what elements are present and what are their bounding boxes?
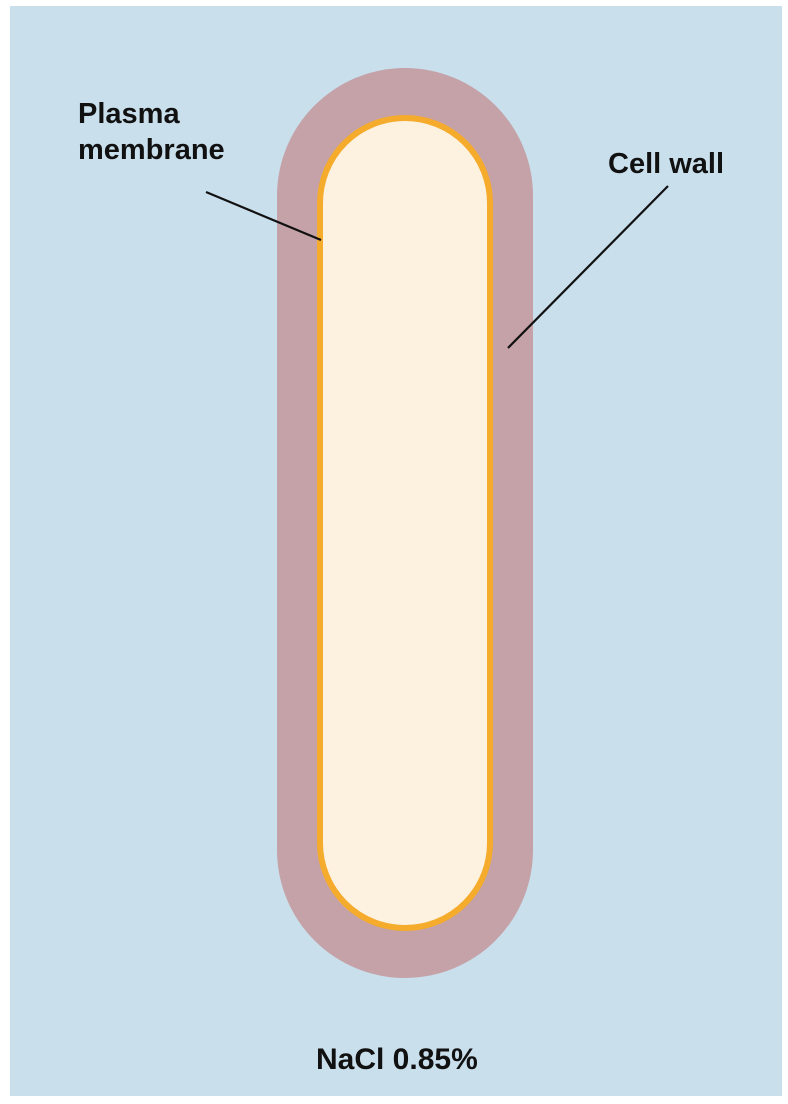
plasma-membrane-label-line2: membrane xyxy=(78,132,225,168)
plasma-membrane xyxy=(320,118,490,928)
solution-label: NaCl 0.85% xyxy=(316,1042,478,1078)
plasma-membrane-label-line1: Plasma xyxy=(78,96,225,132)
plasma-membrane-label: Plasma membrane xyxy=(78,96,225,168)
cell-wall-label: Cell wall xyxy=(608,146,724,182)
